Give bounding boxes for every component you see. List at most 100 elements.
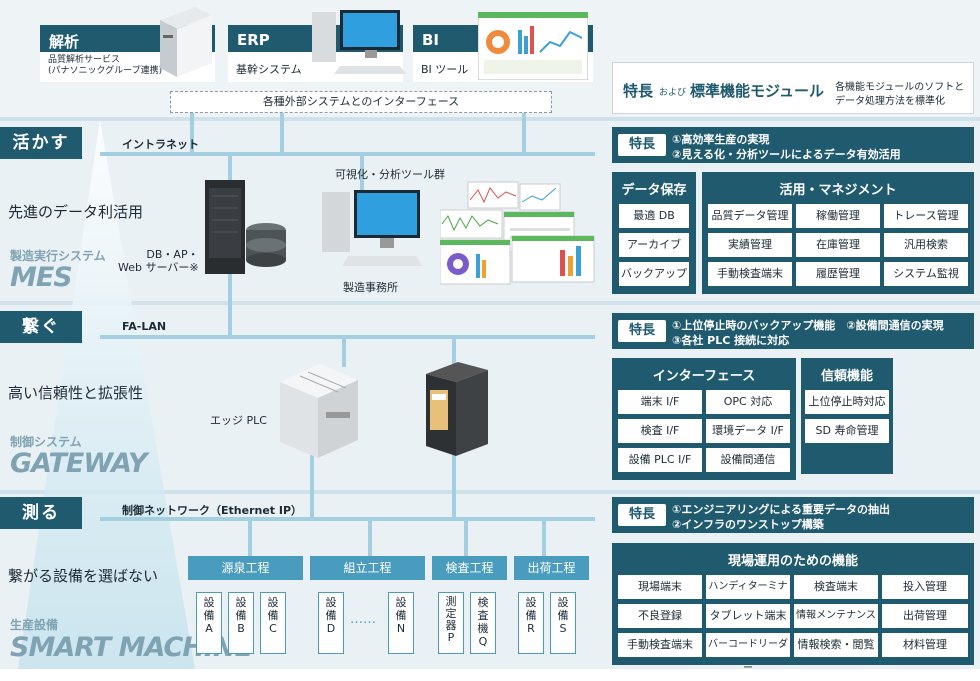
edge-plc-icon <box>280 364 358 458</box>
feature-header-and: および <box>659 88 687 98</box>
module-cell: システム監視 <box>884 262 968 286</box>
module-cell: 設備間通信 <box>706 448 790 472</box>
module-cell: 実績管理 <box>708 233 792 257</box>
module-cell: 設備 PLC I/F <box>618 448 702 472</box>
connector <box>248 519 252 559</box>
interface-panel: インターフェース 端末 I/F OPC 対応 検査 I/F 環境データ I/F … <box>612 358 796 480</box>
stage-measure: 測る <box>0 497 82 529</box>
connector <box>522 110 526 154</box>
module-cell: 情報メンテナンス <box>794 604 878 628</box>
feature-header-desc-1: 各機能モジュールのソフトと <box>835 82 965 93</box>
connector <box>452 455 456 519</box>
module-cell: 投入管理 <box>882 575 968 599</box>
server-label: DB・AP・ Web サーバー※ <box>118 248 199 274</box>
module-cell: 履歴管理 <box>796 262 880 286</box>
field-functions-panel: 現場運用のための機能 現場端末 ハンディターミナル 検査端末 投入管理 不良登録… <box>612 543 974 674</box>
tools-label: 可視化・分析ツール群 <box>335 168 445 181</box>
module-cell: 環境データ I/F <box>706 419 790 443</box>
office-label: 製造事務所 <box>343 281 398 294</box>
network-intranet-label: イントラネット <box>122 138 199 151</box>
gateway-system-en: GATEWAY <box>10 448 148 479</box>
module-cell: 端末 I/F <box>618 390 702 414</box>
connector <box>310 455 314 519</box>
erp-title: ERP <box>237 31 270 49</box>
process-inspection: 検査工程 <box>432 556 507 580</box>
network-fa-lan-label: FA-LAN <box>122 320 167 333</box>
process-shipping: 出荷工程 <box>514 556 589 580</box>
plc-unit-icon <box>426 362 488 456</box>
machine-side-label: 繋がる設備を選ばない <box>8 567 159 585</box>
data-storage-panel: データ保存 最適 DB アーカイブ バックアップ <box>612 172 696 294</box>
mes-system-ja: 製造実行システム <box>10 249 106 263</box>
stage-utilize: 活かす <box>0 127 82 159</box>
feature-header-desc-2: データ処理方法を標準化 <box>835 96 945 107</box>
equipment-ellipsis: …… <box>350 612 376 627</box>
module-cell: 不良登録 <box>618 604 702 628</box>
equipment-c: 設 備 C <box>260 592 286 654</box>
equipment-a: 設 備 A <box>196 592 222 654</box>
separator <box>0 301 980 305</box>
interface-title: インターフェース <box>652 369 756 384</box>
reliability-title: 信頼機能 <box>820 369 873 384</box>
erp-computer-icon <box>312 10 406 74</box>
mes-system-en: MES <box>10 262 73 293</box>
module-cell: ハンディターミナル <box>706 575 790 616</box>
gateway-side-label: 高い信頼性と拡張性 <box>8 384 144 402</box>
stage-connect: 繋ぐ <box>0 311 82 343</box>
office-computer-icon <box>322 190 422 266</box>
connector <box>342 337 346 367</box>
connector <box>280 110 284 154</box>
equipment-r: 設 備 R <box>518 592 544 654</box>
feature-machine-line2: ②インフラのワンストップ構築 <box>672 518 824 531</box>
feature-bar-mes: 特長 ①高効率生産の実現 ②見える化・分析ツールによるデータ有効活用 <box>612 127 974 163</box>
feature-bar-gateway: 特長 ①上位停止時のバックアップ機能 ②設備間通信の実現 ③各社 PLC 接続に… <box>612 313 974 349</box>
module-cell: バックアップ <box>619 262 689 286</box>
module-cell: 上位停止時対応 <box>805 390 889 414</box>
module-cell: タブレット端末 <box>706 604 790 628</box>
connector <box>542 519 546 559</box>
module-cell: 検査 I/F <box>618 419 702 443</box>
bi-title: BI <box>422 31 440 49</box>
feature-tag: 特長 <box>618 134 666 156</box>
process-source: 源泉工程 <box>188 556 303 580</box>
analysis-tools-icon <box>440 181 595 285</box>
interface-box: 各種外部システムとのインターフェース <box>170 91 552 113</box>
bi-dashboard-icon <box>478 12 588 80</box>
analysis-subtitle: 品質解析サービス (パナソニックグループ連携) <box>48 55 163 76</box>
fa-lan-line <box>100 335 595 339</box>
module-cell: アーカイブ <box>619 233 689 257</box>
module-cell: 稼働管理 <box>796 204 880 228</box>
feature-header: 特長 および 標準機能モジュール 各機能モジュールのソフトと データ処理方法を標… <box>612 62 974 114</box>
module-cell: 現場端末 <box>618 575 702 599</box>
reliability-panel: 信頼機能 上位停止時対応 SD 寿命管理 <box>801 358 893 474</box>
connector <box>360 154 364 194</box>
feature-tag: 特長 <box>618 504 666 526</box>
feature-tag: 特長 <box>618 320 666 342</box>
feature-gateway-line2: ③各社 PLC 接続に対応 <box>672 334 790 347</box>
equipment-q: 検 査 機 Q <box>470 592 496 654</box>
db-server-icon <box>205 180 286 274</box>
process-assembly: 組立工程 <box>310 556 425 580</box>
equipment-s: 設 備 S <box>550 592 576 654</box>
analysis-server-icon <box>160 7 212 77</box>
bi-subtitle: BI ツール <box>421 63 469 76</box>
utilization-panel: 活用・マネジメント 品質データ管理 稼働管理 トレース管理 実績管理 在庫管理 … <box>702 172 974 294</box>
equipment-d: 設 備 D <box>318 592 344 654</box>
equipment-p: 測 定 器 P <box>438 592 464 654</box>
feature-mes-line1: ①高効率生産の実現 <box>672 133 770 146</box>
field-functions-title: 現場運用のための機能 <box>727 554 858 569</box>
feature-gateway-line1: ①上位停止時のバックアップ機能 ②設備間通信の実現 <box>672 319 944 332</box>
module-cell: OPC 対応 <box>706 390 790 414</box>
mes-side-label: 先進のデータ利活用 <box>8 203 144 221</box>
data-storage-title: データ保存 <box>621 183 687 198</box>
separator <box>0 490 980 494</box>
network-control-label: 制御ネットワーク（Ethernet IP） <box>122 504 303 517</box>
module-cell: 情報検索・閲覧 <box>794 633 878 657</box>
separator <box>0 117 980 121</box>
module-cell: 品質データ管理 <box>708 204 792 228</box>
feature-machine-line1: ①エンジニアリングによる重要データの抽出 <box>672 503 890 516</box>
intranet-line <box>100 152 595 156</box>
module-cell: 出荷管理 <box>882 604 968 628</box>
equipment-n: 設 備 N <box>388 592 414 654</box>
